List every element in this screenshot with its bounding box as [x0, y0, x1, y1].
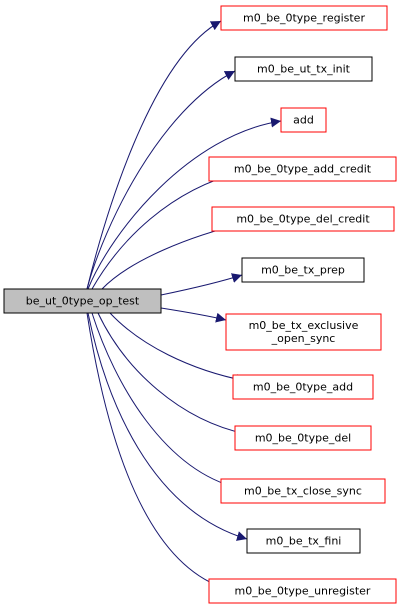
node-be-ut-0type-op-test: be_ut_0type_op_test [3, 288, 162, 314]
node-add[interactable]: add [280, 107, 327, 133]
node-box [234, 425, 372, 451]
node-m0-be-0type-register[interactable]: m0_be_0type_register [220, 5, 388, 31]
node-box [3, 288, 162, 314]
node-m0-be-tx-exclusive-open-sync[interactable]: m0_be_tx_exclusive_open_sync [225, 313, 382, 351]
node-m0-be-0type-add[interactable]: m0_be_0type_add [232, 374, 374, 400]
node-m0-be-ut-tx-init[interactable]: m0_be_ut_tx_init [234, 56, 373, 82]
node-label: m0_be_0type_del_credit [236, 213, 370, 226]
node-label: m0_be_tx_close_sync [244, 485, 362, 498]
call-edge-m0-be-0type-del [97, 312, 247, 437]
node-m0-be-tx-prep[interactable]: m0_be_tx_prep [241, 257, 365, 283]
node-label: be_ut_0type_op_test [26, 295, 140, 308]
node-label: m0_be_0type_add_credit [234, 163, 372, 176]
call-edge-m0-be-0type-unregister [86, 312, 222, 589]
node-box [225, 313, 382, 351]
node-layer: be_ut_0type_op_test m0_be_0type_registerm… [3, 5, 397, 604]
call-edge-m0-be-tx-prep [160, 273, 243, 296]
node-label: m0_be_tx_exclusive [249, 319, 359, 332]
call-edge-add [87, 117, 282, 290]
node-label: m0_be_0type_add [253, 381, 353, 394]
call-edge-m0-be-tx-exclusive-open-sync [160, 307, 227, 323]
node-box [246, 528, 361, 554]
node-label: m0_be_ut_tx_init [257, 63, 351, 76]
node-label: m0_be_0type_unregister [235, 585, 371, 598]
node-label: m0_be_0type_del [255, 432, 351, 445]
node-label: m0_be_tx_fini [266, 535, 342, 548]
node-m0-be-tx-close-sync[interactable]: m0_be_tx_close_sync [220, 478, 386, 504]
call-edge-m0-be-tx-close-sync [91, 312, 239, 491]
node-label: add [293, 114, 314, 127]
edge-layer [86, 20, 282, 589]
node-m0-be-0type-del[interactable]: m0_be_0type_del [234, 425, 372, 451]
node-box [234, 56, 373, 82]
node-m0-be-0type-add-credit[interactable]: m0_be_0type_add_credit [208, 156, 397, 182]
call-edge-m0-be-ut-tx-init [86, 70, 236, 290]
node-m0-be-0type-unregister[interactable]: m0_be_0type_unregister [208, 578, 397, 604]
node-box [232, 374, 374, 400]
node-m0-be-0type-del-credit[interactable]: m0_be_0type_del_credit [211, 206, 395, 232]
node-box [220, 478, 386, 504]
node-box [208, 156, 397, 182]
node-box [241, 257, 365, 283]
node-label: m0_be_0type_register [243, 12, 365, 25]
call-edge-m0-be-0type-add [109, 312, 247, 384]
node-box [280, 107, 327, 133]
call-edge-m0-be-0type-register [86, 20, 222, 290]
node-box [208, 578, 397, 604]
call-edge-m0-be-tx-fini [87, 312, 248, 541]
node-box [220, 5, 388, 31]
node-m0-be-tx-fini[interactable]: m0_be_tx_fini [246, 528, 361, 554]
node-label: m0_be_tx_prep [261, 264, 345, 277]
node-box [211, 206, 395, 232]
node-label: _open_sync [271, 332, 336, 345]
